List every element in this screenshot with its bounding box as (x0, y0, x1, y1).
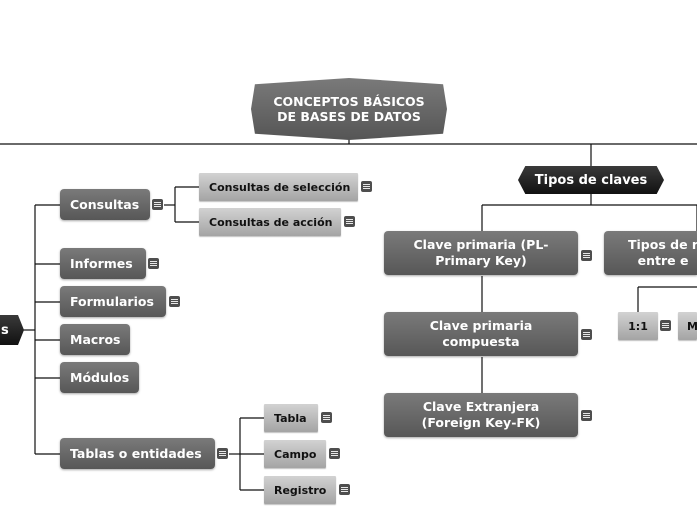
note-icon[interactable] (581, 329, 592, 340)
note-icon[interactable] (660, 320, 671, 331)
subtopic-relacion-1-1[interactable]: 1:1 (618, 312, 658, 340)
note-icon[interactable] (169, 296, 180, 307)
topic-informes[interactable]: Informes (60, 248, 146, 279)
note-icon[interactable] (152, 199, 163, 210)
subtopic-relacion-m[interactable]: M (678, 312, 697, 340)
topic-clave-primaria-compuesta[interactable]: Clave primaria compuesta (384, 312, 578, 356)
topic-clave-extranjera[interactable]: Clave Extranjera (Foreign Key-FK) (384, 393, 578, 437)
note-icon[interactable] (361, 181, 372, 192)
root-topic[interactable]: CONCEPTOS BÁSICOS DE BASES DE DATOS (251, 78, 447, 140)
topic-consultas[interactable]: Consultas (60, 189, 150, 220)
note-icon[interactable] (321, 412, 332, 423)
note-icon[interactable] (217, 448, 228, 459)
subtopic-registro[interactable]: Registro (264, 476, 336, 504)
topic-formularios[interactable]: Formularios (60, 286, 166, 317)
subtopic-tabla[interactable]: Tabla (264, 404, 318, 432)
topic-tipos-de-claves[interactable]: Tipos de claves (518, 166, 664, 194)
subtopic-consultas-seleccion[interactable]: Consultas de selección (199, 173, 358, 201)
topic-clave-primaria[interactable]: Clave primaria (PL- Primary Key) (384, 231, 578, 275)
note-icon[interactable] (581, 410, 592, 421)
note-icon[interactable] (339, 484, 350, 495)
subtopic-campo[interactable]: Campo (264, 440, 326, 468)
topic-macros[interactable]: Macros (60, 324, 130, 355)
note-icon[interactable] (581, 250, 592, 261)
topic-modulos[interactable]: Módulos (60, 362, 139, 393)
left-hub-topic[interactable]: s (0, 315, 24, 345)
note-icon[interactable] (148, 258, 159, 269)
note-icon[interactable] (329, 448, 340, 459)
topic-tablas-o-entidades[interactable]: Tablas o entidades (60, 438, 215, 469)
note-icon[interactable] (344, 216, 355, 227)
subtopic-consultas-accion[interactable]: Consultas de acción (199, 208, 341, 236)
topic-tipos-de-relaciones[interactable]: Tipos de r entre e (604, 231, 697, 275)
